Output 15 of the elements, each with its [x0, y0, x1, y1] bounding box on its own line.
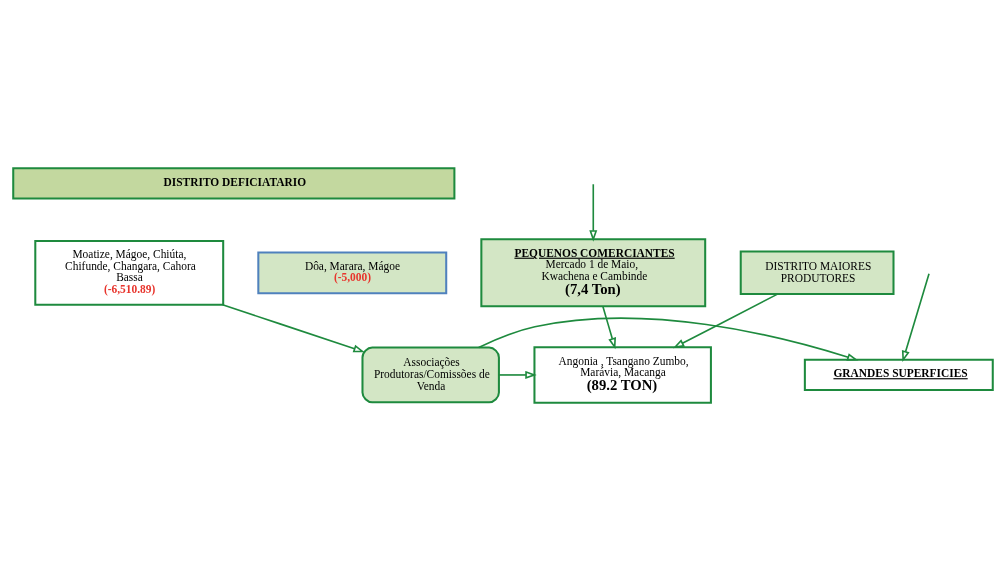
arrow [602, 305, 617, 349]
arrow [589, 182, 598, 242]
arrow [672, 292, 779, 348]
arrow [477, 316, 859, 361]
node-box: Moatize, Mágoe, Chiúta, Chifunde, Changara, Cahora Bassa (-6,510.89) [34, 239, 225, 306]
arrow [901, 272, 930, 362]
node-box: PEQUENOS COMERCIANTES Mercado 1 de Maio, Kwachena e Cambinde (7,4 Ton) [480, 237, 707, 307]
node-box: DISTRITO DEFICIATARIO [12, 166, 456, 199]
arrow [498, 370, 537, 379]
node-box: Dôa, Marara, Mágoe (-5,000) [257, 250, 448, 294]
node-box: GRANDES SUPERFICIES [803, 358, 994, 391]
node-box: Associações Produtoras/Comissões de Venda [361, 346, 500, 403]
node-box: Angonia , Tsangano Zumbo, Marávia, Macanga (89.2 TON) [533, 345, 712, 404]
arrow [221, 303, 365, 352]
node-box: DISTRITO MAIORES PRODUTORES [739, 250, 895, 295]
